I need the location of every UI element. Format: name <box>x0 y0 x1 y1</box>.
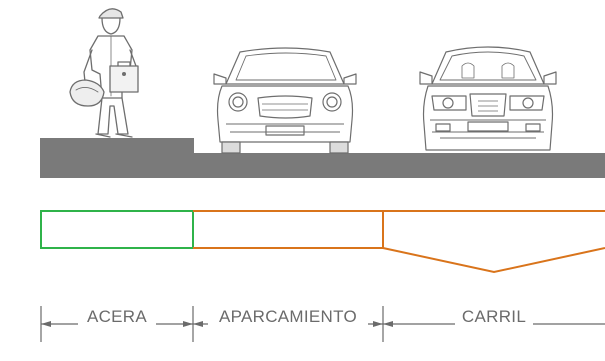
pedestrian-figure <box>69 8 139 138</box>
sidewalk-ground <box>40 138 194 178</box>
parked-car-mini <box>213 47 357 154</box>
aparcamiento-zone <box>193 210 384 249</box>
dimension-labels: ACERA APARCAMIENTO CARRIL <box>78 306 533 326</box>
carril-zone <box>382 210 605 274</box>
lane-car-audi <box>419 46 557 151</box>
label-acera: ACERA <box>87 307 147 326</box>
label-aparcamiento: APARCAMIENTO <box>219 307 357 326</box>
label-carril: CARRIL <box>462 307 526 326</box>
ground-section <box>40 138 605 178</box>
section-scheme <box>40 210 605 274</box>
acera-zone <box>40 210 194 249</box>
road-ground <box>194 153 605 178</box>
